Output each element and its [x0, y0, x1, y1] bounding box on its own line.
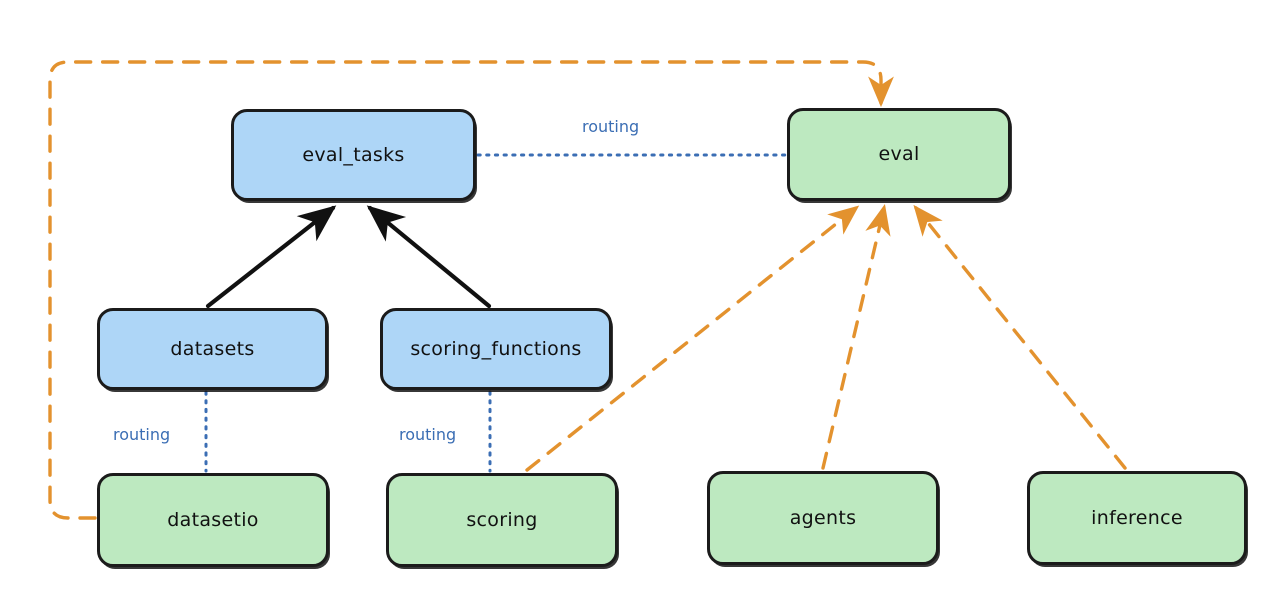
edge-label-routing-datasets-datasetio: routing [113, 425, 171, 444]
node-datasets[interactable]: datasets [97, 308, 328, 390]
node-inference[interactable]: inference [1027, 471, 1247, 565]
node-label: scoring [466, 508, 538, 531]
edge-label-routing-scoring-functions-scoring: routing [399, 425, 457, 444]
node-datasetio[interactable]: datasetio [97, 473, 329, 567]
edge-datasetio-eval [48, 60, 894, 520]
node-scoring[interactable]: scoring [386, 473, 618, 567]
node-label: agents [789, 506, 857, 529]
node-label: eval_tasks [302, 143, 405, 166]
node-label: eval [878, 143, 920, 166]
edge-scoring-eval [525, 205, 860, 472]
edge-inference-eval [913, 204, 1127, 470]
node-label: scoring_functions [410, 337, 582, 360]
edge-label-routing-eval-tasks-eval: routing [582, 117, 640, 136]
node-agents[interactable]: agents [707, 471, 939, 565]
edge-datasets-eval_tasks [205, 205, 337, 309]
node-eval-tasks[interactable]: eval_tasks [231, 109, 476, 201]
node-scoring-functions[interactable]: scoring_functions [380, 308, 612, 390]
node-eval[interactable]: eval [787, 108, 1011, 201]
node-label: datasetio [167, 508, 259, 531]
edge-agents-eval [821, 204, 891, 470]
edge-scoring_functions-eval_tasks [366, 205, 492, 309]
node-label: inference [1091, 506, 1183, 529]
node-label: datasets [170, 337, 255, 360]
